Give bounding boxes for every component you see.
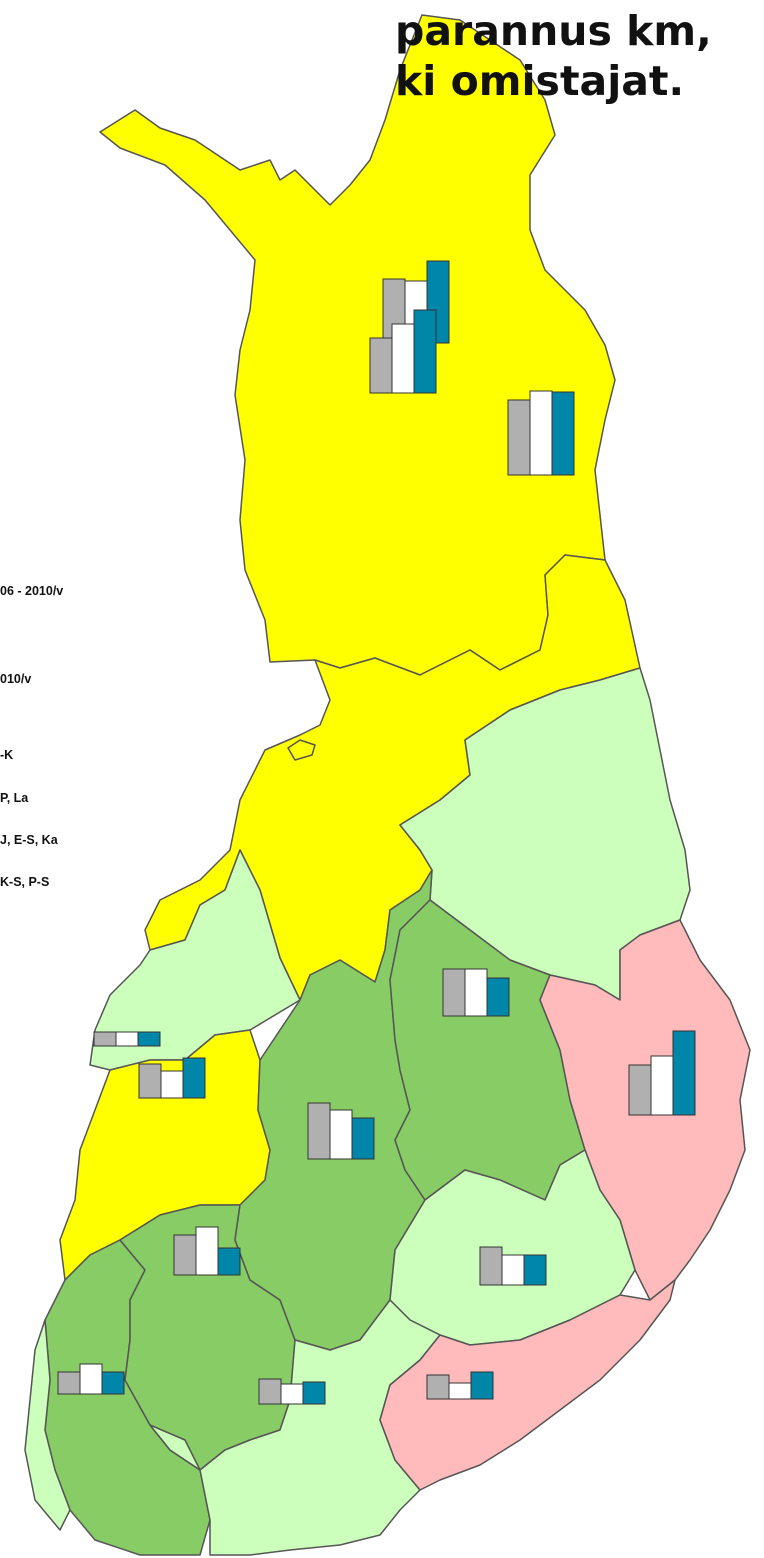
region-layer xyxy=(24,14,751,1556)
bar-kainuu-3 xyxy=(551,391,575,476)
title-line-1: parannus km, xyxy=(395,7,712,55)
bar-pohjois-pohjanmaa-1 xyxy=(369,337,393,394)
bar-pirkanmaa-2 xyxy=(195,1226,219,1276)
bar-hame-uusimaa-3 xyxy=(302,1381,326,1405)
bar-pirkanmaa-3 xyxy=(217,1247,241,1276)
bar-pohjois-pohjanmaa-3 xyxy=(413,309,437,394)
region-chart-etela-savo xyxy=(479,1246,547,1286)
region-kaakkois-suomi xyxy=(379,1279,676,1491)
region-chart-layer xyxy=(57,260,696,1405)
region-chart-pirkanmaa xyxy=(173,1226,241,1276)
legend-group-3: J, E-S, Ka xyxy=(0,833,58,847)
legend-period-2: 010/v xyxy=(0,672,32,686)
region-chart-keski-pohjanmaa xyxy=(93,1031,161,1047)
bar-hame-uusimaa-2 xyxy=(280,1383,304,1405)
legend-period-1: 06 - 2010/v xyxy=(0,584,64,598)
bar-pohjois-pohjanmaa-2 xyxy=(391,323,415,394)
bar-kainuu-2 xyxy=(529,390,553,476)
legend: 06 - 2010/v 010/v -K P, La J, E-S, Ka K-… xyxy=(0,0,110,1558)
bar-kainuu-1 xyxy=(507,399,531,476)
legend-group-2: P, La xyxy=(0,791,29,805)
bar-keski-suomi-3 xyxy=(351,1117,375,1160)
region-chart-keski-suomi xyxy=(307,1102,375,1160)
title-line-2: ki omistajat. xyxy=(395,57,685,105)
bar-pohjanmaa-etela-1 xyxy=(138,1063,162,1099)
region-chart-pohjanmaa-etela xyxy=(138,1057,206,1099)
legend-group-1: -K xyxy=(0,748,14,762)
bar-pohjois-karjala-1 xyxy=(628,1064,652,1116)
bar-kaakkois-suomi-1 xyxy=(426,1374,450,1400)
bar-pohjanmaa-etela-3 xyxy=(182,1057,206,1099)
bar-pohjois-karjala-3 xyxy=(672,1030,696,1116)
region-chart-pohjois-savo xyxy=(442,968,510,1017)
region-chart-hame-uusimaa xyxy=(258,1378,326,1405)
bar-kaakkois-suomi-2 xyxy=(448,1382,472,1400)
bar-hame-uusimaa-1 xyxy=(258,1378,282,1405)
bar-etela-savo-2 xyxy=(501,1254,525,1286)
region-lappi xyxy=(99,14,616,676)
bar-pohjois-savo-1 xyxy=(442,968,466,1017)
region-chart-kainuu xyxy=(507,390,575,476)
legend-group-4: K-S, P-S xyxy=(0,875,50,889)
region-chart-kaakkois-suomi xyxy=(426,1371,494,1400)
bar-keski-suomi-1 xyxy=(307,1102,331,1160)
bar-keski-pohjanmaa-2 xyxy=(115,1031,139,1047)
bar-pohjois-savo-2 xyxy=(464,968,488,1017)
bar-kaakkois-suomi-3 xyxy=(470,1371,494,1400)
bar-varsinais-suomi-3 xyxy=(101,1371,125,1395)
region-chart-varsinais-suomi xyxy=(57,1363,125,1395)
bar-pohjois-savo-3 xyxy=(486,977,510,1017)
region-chart-pohjois-karjala xyxy=(628,1030,696,1116)
bar-etela-savo-3 xyxy=(523,1254,547,1286)
bar-etela-savo-1 xyxy=(479,1246,503,1286)
bar-pohjois-karjala-2 xyxy=(650,1055,674,1116)
region-island xyxy=(287,739,316,761)
bar-keski-pohjanmaa-3 xyxy=(137,1031,161,1047)
bar-pohjanmaa-etela-2 xyxy=(160,1070,184,1099)
region-chart-pohjois-pohjanmaa xyxy=(369,309,437,394)
region-western-coast xyxy=(24,1319,71,1531)
bar-keski-suomi-2 xyxy=(329,1109,353,1160)
bar-pirkanmaa-1 xyxy=(173,1234,197,1276)
